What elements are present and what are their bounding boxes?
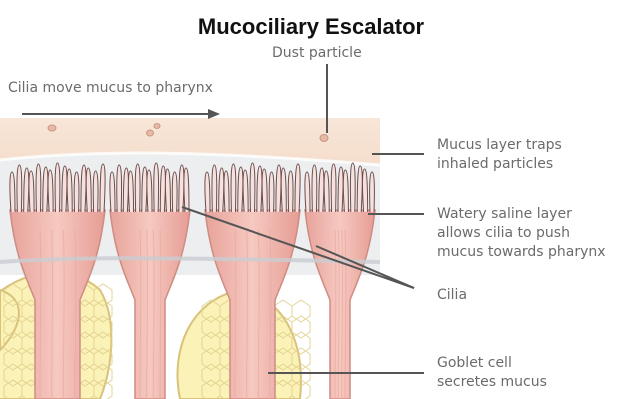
- cilium: [343, 170, 348, 212]
- cilium: [257, 166, 262, 212]
- cilium: [172, 172, 177, 212]
- cilium: [160, 166, 165, 212]
- label-dust-particle: Dust particle: [272, 44, 362, 63]
- cilium: [305, 172, 310, 212]
- cilium: [81, 165, 86, 212]
- cilium: [128, 171, 133, 212]
- cilium: [295, 164, 300, 212]
- cilium: [67, 169, 72, 212]
- cilium: [24, 168, 29, 212]
- cilium: [312, 165, 317, 212]
- cilium: [357, 166, 362, 212]
- cilium: [17, 165, 22, 212]
- cilium: [269, 172, 274, 212]
- cilium: [179, 165, 184, 212]
- cilium: [135, 164, 140, 212]
- cilium: [238, 167, 243, 212]
- cilium: [184, 168, 189, 212]
- cilium: [55, 163, 60, 212]
- label-saline-layer: Watery saline layer allows cilia to push…: [437, 205, 606, 262]
- cilium: [10, 172, 15, 212]
- cilium: [281, 168, 286, 212]
- cilium: [74, 172, 79, 212]
- cilium: [331, 164, 336, 212]
- cilium: [324, 171, 329, 212]
- cilium: [93, 171, 98, 212]
- cilium: [212, 165, 217, 212]
- cilium: [110, 172, 115, 212]
- cilium: [48, 170, 53, 212]
- cilium: [276, 165, 281, 212]
- cilium: [363, 169, 368, 212]
- cilium: [86, 168, 91, 212]
- cilium: [370, 172, 375, 212]
- ciliated-cell: [305, 210, 375, 399]
- cilium: [43, 167, 48, 212]
- cilium: [142, 167, 147, 212]
- cilium: [205, 172, 210, 212]
- cilium: [250, 163, 255, 212]
- cilium: [123, 168, 128, 212]
- cilium: [154, 163, 159, 212]
- cilium: [243, 170, 248, 212]
- cilia-direction-arrow: [22, 109, 220, 119]
- cilium: [338, 167, 343, 212]
- cilium: [231, 164, 236, 212]
- cilium: [62, 166, 67, 212]
- cilium: [100, 164, 105, 212]
- label-cilia: Cilia: [437, 286, 467, 305]
- cilium: [224, 171, 229, 212]
- cilium: [288, 171, 293, 212]
- cilium: [117, 165, 122, 212]
- cilium: [36, 164, 41, 212]
- cilium: [319, 168, 324, 212]
- label-mucus-layer: Mucus layer traps inhaled particles: [437, 136, 562, 174]
- cilium: [350, 163, 355, 212]
- cilium: [165, 169, 170, 212]
- cilium: [262, 169, 267, 212]
- cilium: [219, 168, 224, 212]
- label-goblet-cell: Goblet cell secretes mucus: [437, 354, 547, 392]
- cilium: [147, 170, 152, 212]
- label-cilia-move: Cilia move mucus to pharynx: [8, 79, 213, 98]
- cilium: [29, 171, 34, 212]
